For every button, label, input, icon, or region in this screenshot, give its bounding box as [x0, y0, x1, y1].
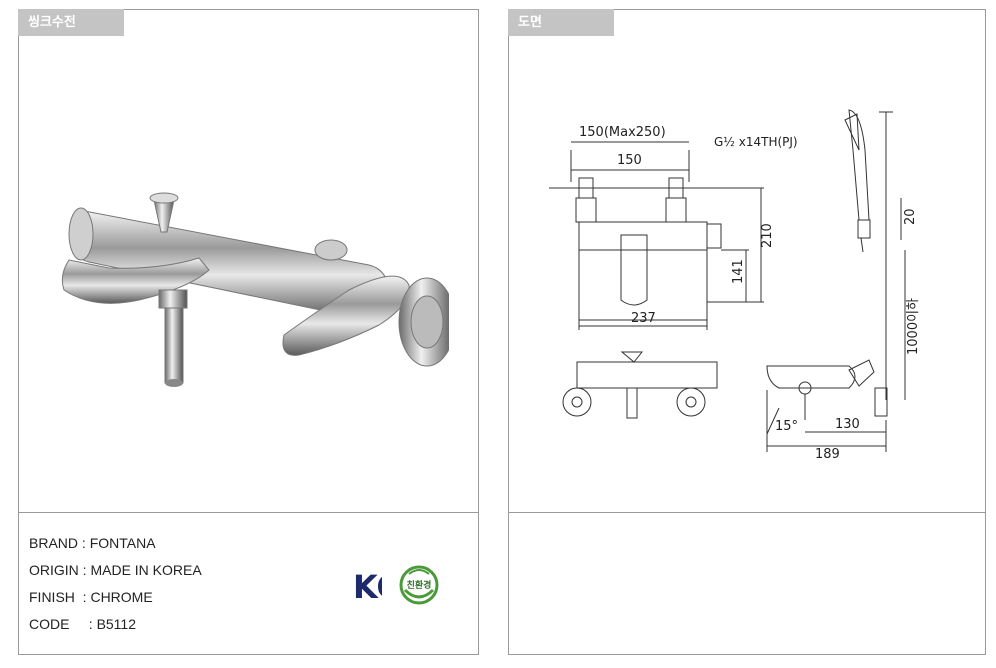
spec-separator: :	[78, 535, 90, 551]
spec-row-brand: BRAND : FONTANA	[29, 534, 202, 561]
spec-label: ORIGIN	[29, 562, 79, 578]
spec-label: BRAND	[29, 535, 79, 551]
dim-spout-angle: 15°	[775, 419, 798, 434]
eco-mark-label: 친환경	[407, 579, 432, 591]
spec-value: MADE IN KOREA	[90, 562, 202, 578]
eco-certification-icon: 친환경	[399, 565, 439, 605]
dim-hose-length: 1000이하	[906, 298, 921, 355]
panel-divider	[19, 512, 478, 513]
kc-mark-text: KC	[353, 568, 382, 606]
dim-spacing-range: 150(Max250)	[579, 125, 666, 140]
spec-row-code: CODE : B5112	[29, 615, 202, 642]
spec-label: CODE	[29, 616, 70, 632]
spec-separator: :	[74, 589, 91, 605]
drawing-tab-label: 도면	[508, 9, 614, 36]
spec-separator: :	[81, 616, 97, 632]
spec-value: B5112	[96, 616, 137, 632]
dim-spout-reach: 130	[835, 417, 860, 432]
spec-value: FONTANA	[89, 535, 156, 551]
dim-spacing: 150	[617, 153, 642, 168]
spec-separator: :	[78, 562, 91, 578]
dim-depth: 189	[815, 447, 840, 460]
faucet-product-image	[61, 192, 449, 387]
dim-height-body: 141	[731, 259, 746, 284]
technical-drawing: 150(Max250) 150 G½ x14TH(PJ) 210 141 237…	[549, 109, 921, 460]
spec-row-finish: FINISH : CHROME	[29, 588, 202, 615]
dim-height-total: 210	[760, 223, 775, 248]
spec-list: BRAND : FONTANA ORIGIN : MADE IN KOREA F…	[29, 534, 202, 642]
product-tab-label: 씽크수전	[18, 9, 124, 36]
dim-width: 237	[631, 311, 656, 326]
product-panel: 씽크수전	[18, 9, 479, 655]
spec-row-origin: ORIGIN : MADE IN KOREA	[29, 561, 202, 588]
dim-thread: G½ x14TH(PJ)	[714, 135, 798, 149]
kc-certification-icon: KC	[353, 568, 382, 606]
drawing-panel: 도면	[508, 9, 986, 655]
dim-hose-offset: 20	[903, 208, 918, 225]
panel-divider	[509, 512, 985, 513]
spec-label: FINISH	[29, 589, 75, 605]
spec-value: CHROME	[90, 589, 153, 605]
